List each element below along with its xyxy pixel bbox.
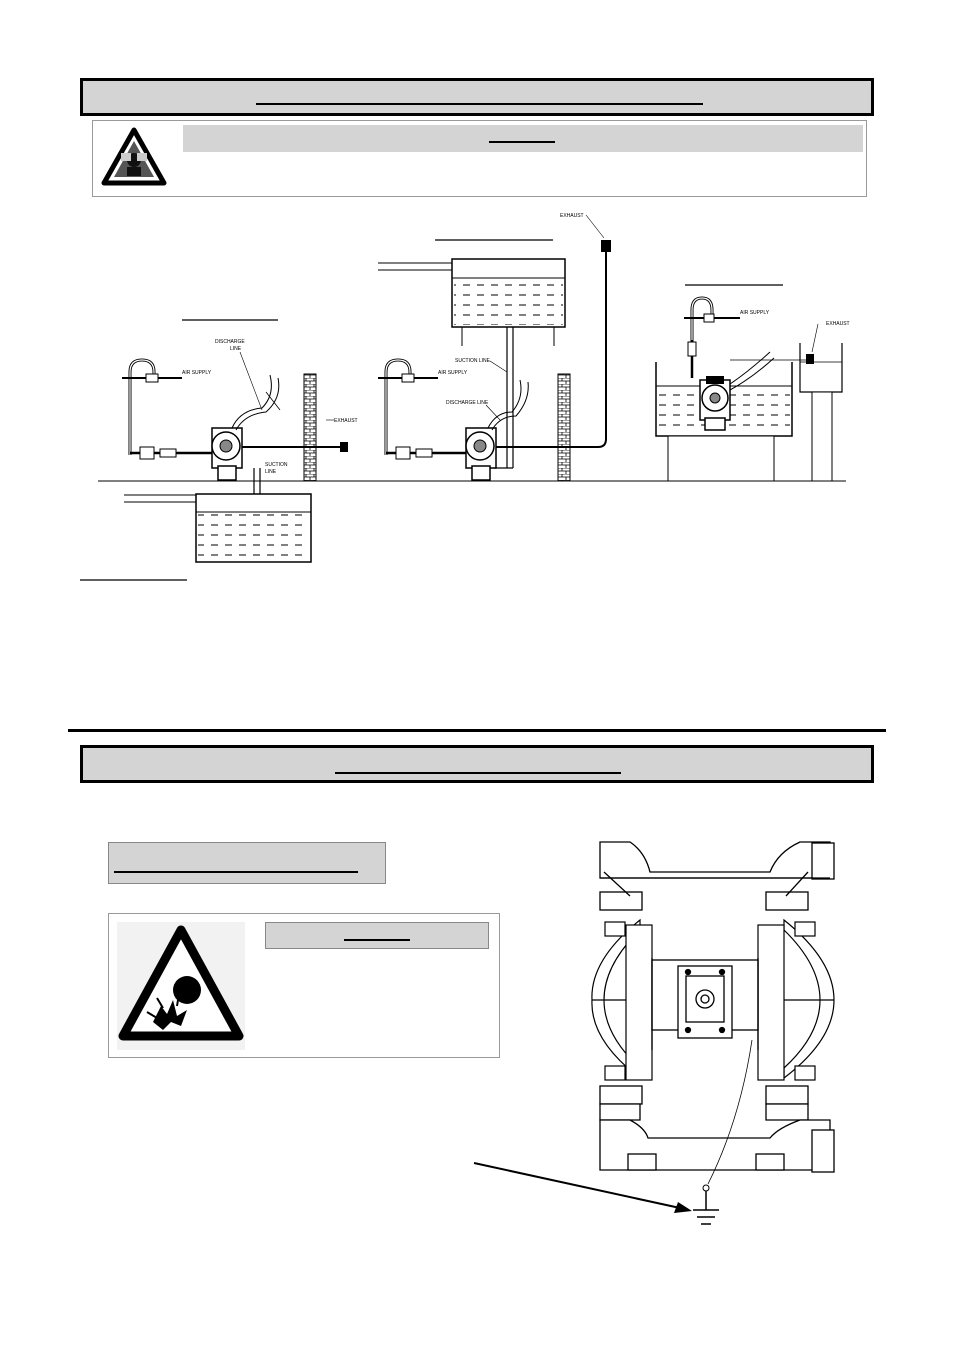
suction-lift-diagram: AIR SUPPLY DISCHARGE LINE EXHAUST SUCTIO… xyxy=(122,319,358,563)
discharge-line-label-2: DISCHARGE LINE xyxy=(446,400,489,406)
caution-title-underline xyxy=(489,141,555,143)
caution-notice-box xyxy=(92,120,867,197)
section-divider xyxy=(68,729,886,732)
left-chamber xyxy=(591,918,653,1081)
flooded-suction-diagram: SUCTION LINE AIR SUPPLY DISCHARGE LINE E… xyxy=(378,213,611,482)
suction-line-label-1: LINE xyxy=(265,469,277,475)
ground-symbol-icon xyxy=(693,1191,719,1225)
right-chamber xyxy=(757,918,835,1081)
subheader-underline xyxy=(114,871,358,873)
exhaust-label-2: EXHAUST xyxy=(560,213,584,219)
installation-diagrams: AIR SUPPLY DISCHARGE LINE EXHAUST SUCTIO… xyxy=(80,213,850,581)
suction-line-label-2: SUCTION LINE xyxy=(455,358,491,364)
air-supply-label-2: AIR SUPPLY xyxy=(438,370,468,376)
warning-title-underline xyxy=(344,939,410,941)
bottom-manifold xyxy=(599,1085,835,1173)
breathing-hazard-icon xyxy=(101,127,167,186)
grounding-section-header xyxy=(80,745,874,783)
ground-pointer-arrow xyxy=(473,1162,681,1209)
discharge-line-label-1: LINE xyxy=(230,346,242,352)
installation-section-header xyxy=(80,78,874,116)
header-underline xyxy=(256,103,703,105)
caution-title-strip xyxy=(183,125,863,152)
suction-label-1: SUCTION xyxy=(265,462,288,468)
center-air-valve xyxy=(651,958,759,1050)
warning-title-strip xyxy=(265,922,489,949)
ground-lug xyxy=(702,1184,710,1192)
top-manifold xyxy=(599,841,835,911)
submerged-diagram: AIR SUPPLY EXHAUST xyxy=(655,284,850,482)
air-supply-label-3: AIR SUPPLY xyxy=(740,310,770,316)
discharge-label-1: DISCHARGE xyxy=(215,339,245,345)
ground-wire xyxy=(707,1039,753,1185)
header-underline-2 xyxy=(335,772,621,774)
grounding-subheader-box xyxy=(108,842,386,884)
exhaust-label-1: EXHAUST xyxy=(334,418,358,424)
explosion-hazard-icon xyxy=(117,922,245,1050)
explosion-warning-box xyxy=(108,913,500,1058)
exhaust-label-3: EXHAUST xyxy=(826,321,850,327)
air-supply-label-1: AIR SUPPLY xyxy=(182,370,212,376)
